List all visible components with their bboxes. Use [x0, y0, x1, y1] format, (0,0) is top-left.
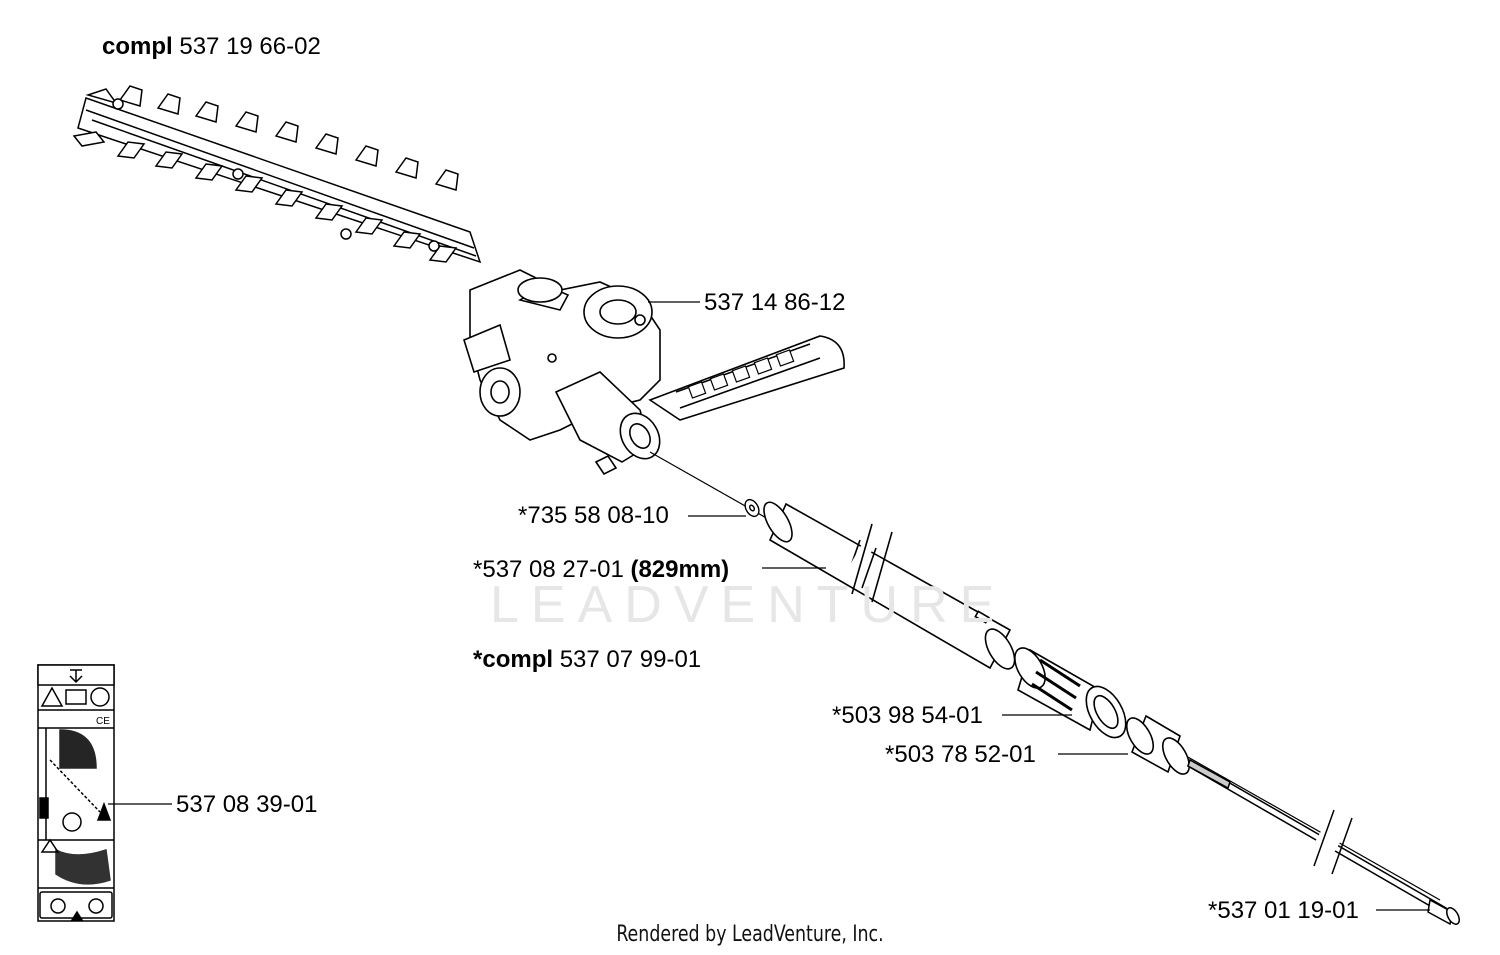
label-coupling-sleeve: *503 98 54-01 [832, 702, 983, 730]
part-number: *503 98 54-01 [832, 702, 983, 729]
bar-rivets [112, 98, 440, 252]
label-washer: *735 58 08-10 [518, 502, 669, 530]
part-number: 537 14 86-12 [704, 289, 846, 316]
bushing [1125, 714, 1191, 775]
gear-housing [463, 269, 661, 476]
decal: CE [37, 664, 115, 922]
label-gear-housing: 537 14 86-12 [704, 289, 845, 317]
shaft-tube [763, 501, 1016, 670]
label-decal: 537 08 39-01 [176, 791, 317, 819]
leader-lines [108, 301, 1430, 911]
label-bushing: *503 78 52-01 [885, 741, 1036, 769]
part-number: 537 08 39-01 [176, 791, 318, 818]
part-number: *537 08 27-01 [473, 556, 624, 583]
bar-body [77, 97, 482, 264]
part-number: 537 19 66-02 [179, 33, 321, 60]
coupling-sleeve [1014, 647, 1127, 739]
label-prefix: *compl [473, 646, 554, 673]
hedge-trimmer-bar [72, 85, 482, 264]
label-shaft-tube: *537 08 27-01 (829mm) [473, 556, 729, 584]
label-prefix: compl [102, 33, 173, 60]
upper-teeth [85, 85, 459, 191]
footer-credit: Rendered by LeadVenture, Inc. [616, 922, 884, 947]
label-shaft-compl: *compl 537 07 99-01 [473, 646, 701, 674]
part-number: 537 07 99-01 [559, 646, 702, 673]
handle-grip [648, 335, 845, 421]
lower-teeth [72, 131, 458, 263]
label-drive-shaft: *537 01 19-01 [1208, 897, 1359, 925]
svg-text:CE: CE [96, 716, 110, 727]
part-number: *503 78 52-01 [885, 741, 1036, 768]
watermark: LEADVENTURE [490, 576, 1007, 634]
part-number: *537 01 19-01 [1208, 897, 1359, 924]
part-note: (829mm) [630, 556, 730, 583]
label-hedge-trimmer-compl: compl 537 19 66-02 [102, 33, 321, 61]
drive-shaft [1187, 758, 1460, 926]
washer [744, 498, 760, 518]
part-number: *735 58 08-10 [518, 502, 669, 529]
